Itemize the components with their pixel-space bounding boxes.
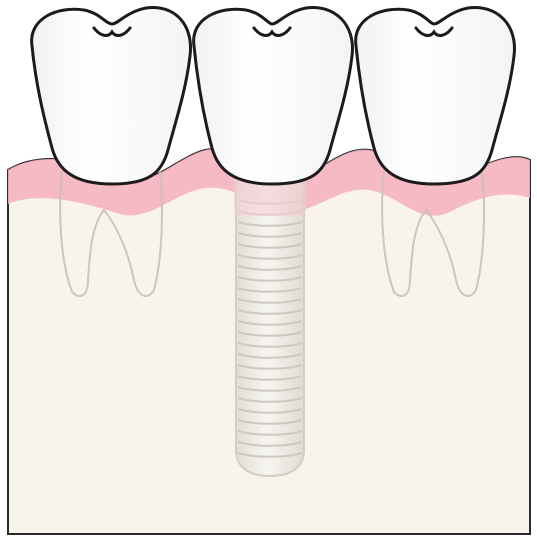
implant-screw bbox=[236, 178, 304, 476]
